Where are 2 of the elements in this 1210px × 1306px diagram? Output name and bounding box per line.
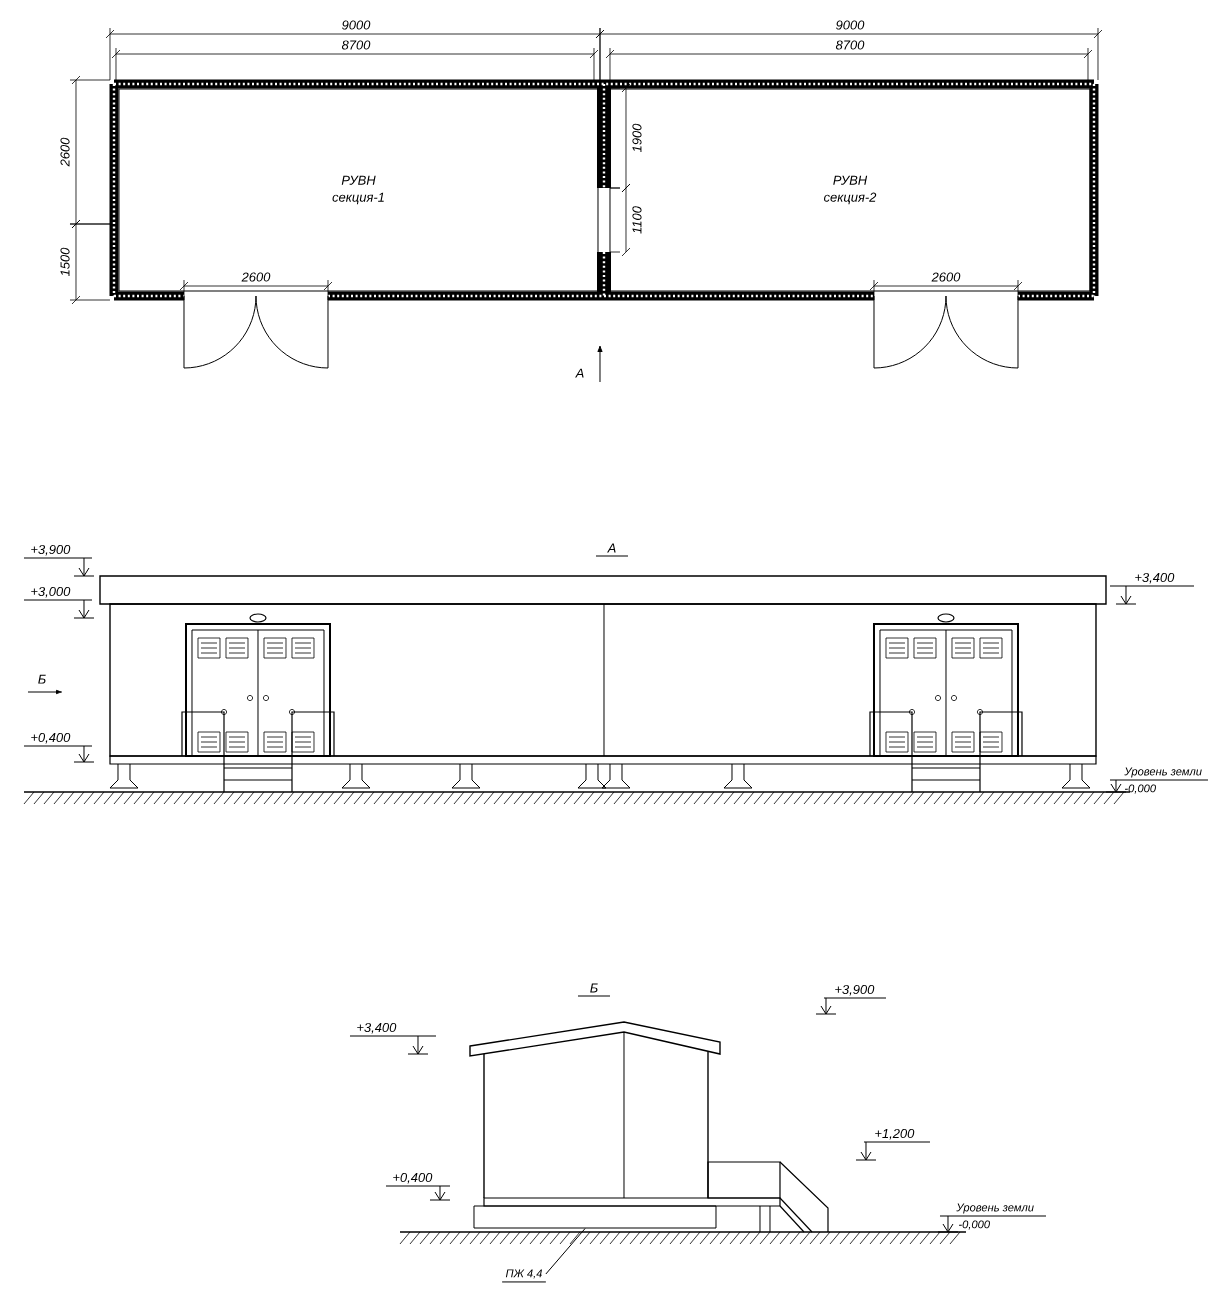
foundation-block	[473, 1205, 717, 1229]
leader-line	[545, 1228, 586, 1275]
